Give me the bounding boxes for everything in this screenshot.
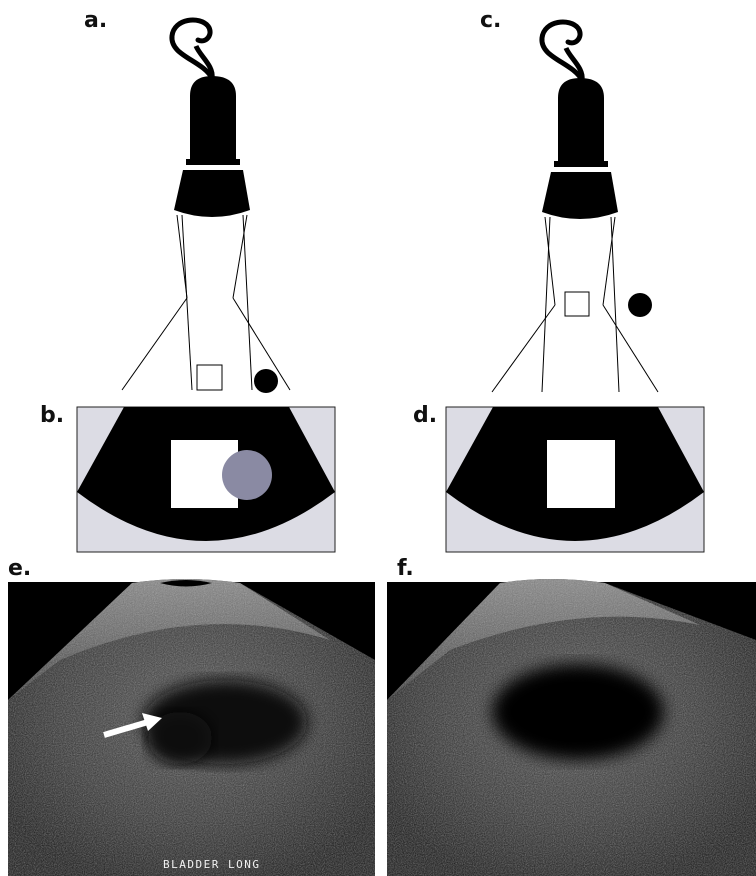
panel-label-e: e.	[8, 558, 31, 580]
panel-e-ultrasound	[8, 579, 375, 876]
panel-a-diagram	[122, 20, 290, 393]
panel-label-a: a.	[84, 10, 107, 32]
object-circle	[254, 369, 278, 393]
panel-c-diagram	[492, 22, 658, 392]
artifact-circle	[222, 450, 272, 500]
panel-f-ultrasound	[387, 579, 756, 876]
ultrasound-caption: BLADDER LONG	[163, 858, 260, 871]
target-square	[547, 440, 615, 508]
target-square	[197, 365, 222, 390]
panel-label-c: c.	[480, 10, 501, 32]
panel-label-b: b.	[40, 405, 64, 427]
panel-label-d: d.	[413, 405, 437, 427]
panel-d-display	[446, 407, 704, 552]
ultrasound-probe-icon	[172, 20, 250, 217]
beam-outline	[122, 215, 290, 390]
target-square	[565, 292, 589, 316]
panel-b-display	[77, 407, 335, 552]
object-circle	[628, 293, 652, 317]
ultrasound-probe-icon	[542, 22, 618, 219]
panel-label-f: f.	[397, 558, 414, 580]
